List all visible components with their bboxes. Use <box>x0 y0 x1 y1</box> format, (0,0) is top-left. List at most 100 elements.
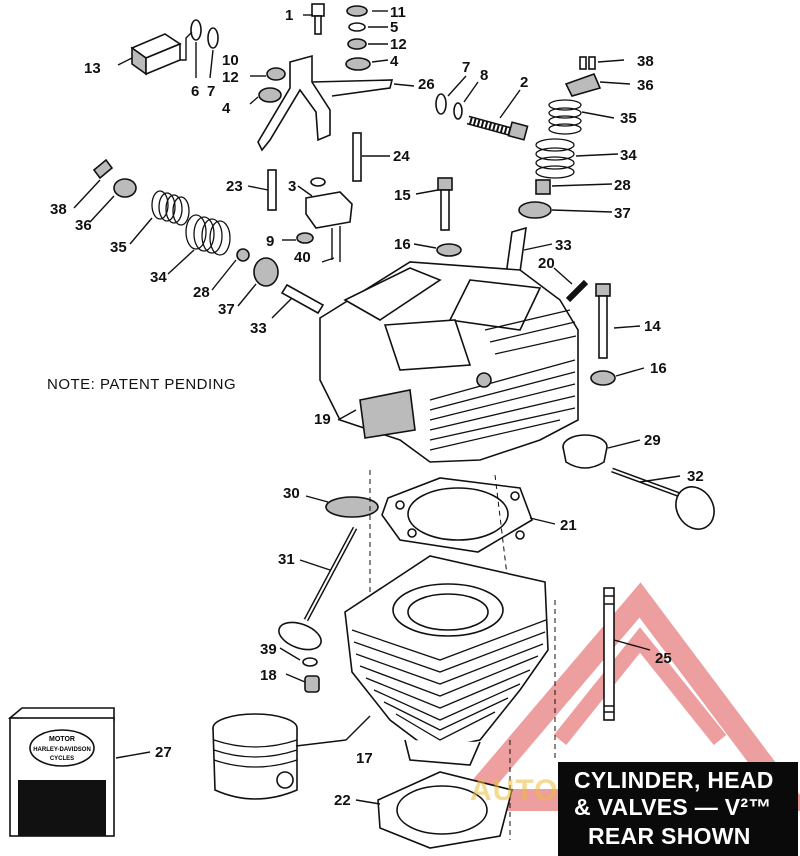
part-head-gasket-21 <box>381 477 533 553</box>
callout-36: 36 <box>637 77 654 94</box>
part-washer-16b <box>590 370 616 386</box>
part-bolt-15 <box>437 177 453 231</box>
title-line-2: & VALVES — V²™ <box>574 794 772 820</box>
part-keepers-38b <box>579 56 596 70</box>
callout-31: 31 <box>278 551 295 568</box>
callout-21: 21 <box>560 517 577 534</box>
part-nut-12 <box>347 38 367 50</box>
callout-30: 30 <box>283 485 300 502</box>
part-gasket-kit-box-27: MOTOR HARLEY-DAVIDSON CYCLES <box>7 707 115 837</box>
part-exhaust-valve-32 <box>611 467 715 530</box>
callout-18: 18 <box>260 667 277 684</box>
callout-labels: 1 11 5 12 4 13 6 7 10 12 4 26 7 8 2 38 3… <box>50 4 704 809</box>
callout-22: 22 <box>334 792 351 809</box>
part-retainer-36b <box>564 72 602 97</box>
callout-28: 28 <box>193 284 210 301</box>
callout-10: 10 <box>222 52 239 69</box>
callout-7: 7 <box>462 59 470 76</box>
leader-lines <box>73 10 681 805</box>
title-line-3: REAR SHOWN <box>588 823 751 849</box>
callout-9: 9 <box>266 233 274 250</box>
part-stud-24 <box>352 132 362 182</box>
callout-2: 2 <box>520 74 528 91</box>
part-washer-5 <box>348 22 366 32</box>
part-spring-34a <box>185 214 231 256</box>
part-seal-28a <box>236 248 250 262</box>
patent-note: NOTE: PATENT PENDING <box>47 376 237 393</box>
part-bolt-14 <box>595 283 611 359</box>
callout-6: 6 <box>191 83 199 100</box>
part-cylinder-head-19 <box>319 261 579 463</box>
callout-38: 38 <box>637 53 654 70</box>
callout-37: 37 <box>614 205 631 222</box>
callout-25: 25 <box>655 650 672 667</box>
logo-badge <box>29 729 95 767</box>
part-intake-valve-31 <box>278 526 358 651</box>
part-washer-16a <box>436 243 462 257</box>
part-guide-33b <box>505 226 527 277</box>
callout-20: 20 <box>538 255 555 272</box>
part-switch-3-40 <box>305 177 353 262</box>
part-keepers-38a <box>92 158 114 180</box>
part-guide-33a <box>280 283 325 315</box>
part-washers-6-7 <box>190 19 219 49</box>
part-seat-37a <box>253 257 279 287</box>
callout-16: 16 <box>394 236 411 253</box>
callout-39: 39 <box>260 641 277 658</box>
logo-text-1: MOTOR <box>49 736 75 743</box>
title-block: CYLINDER, HEAD & VALVES — V²™ REAR SHOWN <box>558 762 798 856</box>
part-washer-7b <box>435 93 447 115</box>
title-line-1: CYLINDER, HEAD <box>574 767 774 793</box>
part-bolt-1 <box>311 3 325 35</box>
callout-38: 38 <box>50 201 67 218</box>
part-spring-34b <box>535 138 575 179</box>
callout-35: 35 <box>110 239 127 256</box>
part-retainer-36a <box>113 178 137 198</box>
part-bracket-26 <box>257 54 394 152</box>
callout-34: 34 <box>150 269 167 286</box>
logo-text-3: CYCLES <box>50 756 74 762</box>
part-seal-30 <box>325 496 379 518</box>
callout-26: 26 <box>418 76 435 93</box>
callout-7: 7 <box>207 83 215 100</box>
callout-15: 15 <box>394 187 411 204</box>
part-spring-35b <box>548 99 582 135</box>
callout-19: 19 <box>314 411 331 428</box>
callout-24: 24 <box>393 148 410 165</box>
part-seal-39 <box>302 657 318 667</box>
part-dowel-18 <box>304 675 320 693</box>
callout-16: 16 <box>650 360 667 377</box>
part-nut-9 <box>296 232 314 244</box>
callout-12: 12 <box>390 36 407 53</box>
part-spring-35a <box>151 190 190 226</box>
part-nut-11 <box>346 5 368 17</box>
callout-35: 35 <box>620 110 637 127</box>
callout-11: 11 <box>390 4 406 21</box>
part-seat-ring-29 <box>562 434 608 469</box>
callout-14: 14 <box>644 318 661 335</box>
part-seat-37b <box>518 201 552 219</box>
part-dowel-20 <box>565 279 589 303</box>
callout-36: 36 <box>75 217 92 234</box>
part-stud-25 <box>603 587 615 721</box>
part-piston <box>212 713 298 800</box>
callout-40: 40 <box>294 249 311 266</box>
part-seal-8 <box>453 102 463 120</box>
callout-3: 3 <box>288 178 296 195</box>
callout-23: 23 <box>226 178 243 195</box>
callout-33: 33 <box>250 320 267 337</box>
callout-27: 27 <box>155 744 172 761</box>
part-cylinder-17 <box>344 555 549 766</box>
callout-17: 17 <box>356 750 373 767</box>
callout-28: 28 <box>614 177 631 194</box>
callout-33: 33 <box>555 237 572 254</box>
part-nut-12b <box>266 67 286 81</box>
callout-5: 5 <box>390 19 398 36</box>
part-block-13 <box>130 33 182 76</box>
callout-4: 4 <box>222 100 231 117</box>
callout-4: 4 <box>390 53 399 70</box>
callout-32: 32 <box>687 468 704 485</box>
part-seal-28b <box>535 179 551 195</box>
